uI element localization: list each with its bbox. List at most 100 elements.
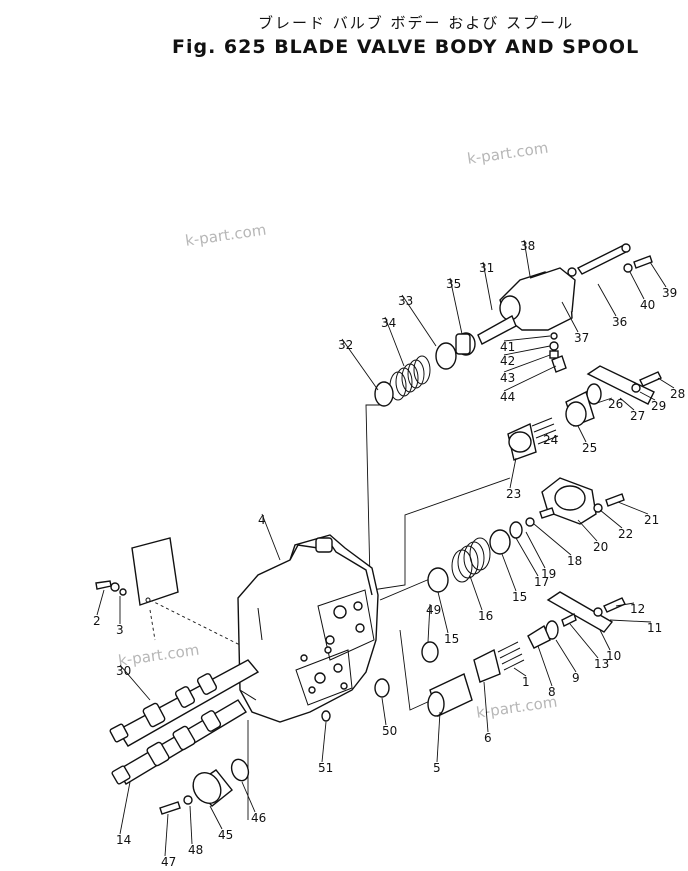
leader-line-14	[119, 781, 131, 835]
spool-14	[111, 699, 247, 785]
spring-7	[497, 641, 525, 671]
part-number-label: 13	[594, 657, 609, 671]
leader-line-28	[657, 377, 675, 389]
leader-line-19	[525, 531, 546, 569]
o-ring-17	[509, 521, 523, 539]
part-number-label: 14	[116, 833, 131, 847]
part-number-label: 48	[188, 843, 203, 857]
leader-line-30	[119, 664, 151, 701]
part-number-label: 41	[500, 340, 515, 354]
seat-15b	[427, 567, 449, 593]
part-number-label: 47	[161, 855, 176, 869]
part-number-label: 17	[534, 575, 549, 589]
part-number-label: 3	[116, 623, 124, 637]
leader-line-17	[515, 537, 539, 577]
leader-line-2	[96, 589, 105, 616]
leader-line-34	[384, 316, 405, 367]
lever-10	[546, 591, 614, 633]
leader-line-41	[503, 335, 551, 342]
leader-line-9	[555, 639, 577, 673]
leader-line-43	[503, 354, 551, 373]
leader-line-20	[577, 519, 598, 542]
retainer-15a	[489, 529, 511, 555]
seat-32	[374, 381, 394, 407]
leader-line-16	[469, 575, 483, 611]
part-number-label: 21	[644, 513, 659, 527]
bolt-19	[539, 507, 555, 519]
part-number-label: 32	[338, 338, 353, 352]
leader-line-25	[577, 425, 587, 443]
leader-line-8	[537, 645, 553, 687]
o-ring-50	[374, 678, 390, 698]
part-number-label: 36	[612, 315, 627, 329]
bolt-2	[95, 580, 127, 596]
leader-lines	[96, 239, 675, 857]
part-number-labels: 1234568910111213141515161718192021222324…	[93, 239, 685, 869]
part-number-label: 26	[608, 397, 623, 411]
part-number-label: 39	[662, 286, 677, 300]
bolt-28	[639, 371, 662, 387]
leader-line-13	[569, 623, 599, 659]
leader-line-45	[209, 805, 223, 830]
part-number-label: 50	[382, 724, 397, 738]
part-number-label: 46	[251, 811, 266, 825]
part-number-label: 29	[651, 399, 666, 413]
part-number-label: 28	[670, 387, 685, 401]
leader-line-42	[503, 345, 551, 356]
seat-43	[549, 350, 559, 359]
retainer-33	[435, 342, 457, 370]
part-number-label: 49	[426, 603, 441, 617]
leader-line-50	[381, 697, 387, 726]
leader-line-32	[341, 338, 379, 391]
leader-line-31	[482, 261, 493, 311]
leader-line-12	[615, 602, 635, 607]
lever-27	[586, 365, 655, 405]
washer-29	[631, 383, 641, 393]
part-number-label: 31	[479, 261, 494, 275]
leader-line-46	[241, 781, 256, 813]
leader-line-11	[609, 619, 652, 623]
bolt-47	[159, 801, 181, 815]
part-number-label: 35	[446, 277, 461, 291]
leader-line-44	[503, 365, 557, 392]
part-number-label: 43	[500, 371, 515, 385]
valve-body	[237, 534, 379, 723]
part-number-label: 8	[548, 685, 556, 699]
spring-42	[549, 341, 559, 351]
leader-line-24	[545, 433, 548, 437]
leader-line-5	[436, 711, 441, 763]
part-number-label: 45	[218, 828, 233, 842]
part-number-label: 34	[381, 316, 396, 330]
leader-line-38	[523, 239, 531, 277]
spool-30	[109, 659, 260, 747]
diagram-title: Fig. 625 BLADE VALVE BODY AND SPOOL	[172, 36, 640, 58]
washer-12	[593, 607, 603, 617]
diagram-title-japanese: ブレード バルブ ボデー および スプール	[258, 14, 575, 32]
plug-44	[551, 355, 567, 373]
part-number-label: 11	[647, 621, 662, 635]
leader-line-1	[513, 667, 527, 677]
bolt-21	[605, 493, 625, 507]
pin-13	[561, 613, 577, 627]
cap-8	[527, 624, 551, 649]
leader-line-37	[561, 301, 579, 333]
o-ring-49	[421, 641, 439, 663]
part-number-label: 19	[541, 567, 556, 581]
part-number-label: 24	[543, 433, 558, 447]
leader-line-23	[509, 457, 517, 489]
part-number-label: 1	[522, 675, 530, 689]
leader-line-49	[427, 603, 431, 643]
part-number-label: 51	[318, 761, 333, 775]
leader-line-39	[649, 261, 667, 288]
part-number-label: 33	[398, 294, 413, 308]
part-number-label: 30	[116, 664, 131, 678]
leader-line-35	[449, 277, 463, 335]
bolt-11	[603, 597, 626, 613]
spring-16	[451, 537, 491, 583]
cap-45	[192, 769, 233, 807]
leader-line-40	[629, 271, 645, 300]
leader-line-6	[483, 681, 489, 733]
part-number-label: 44	[500, 390, 515, 404]
part-number-label: 2	[93, 614, 101, 628]
part-number-label: 22	[618, 527, 633, 541]
